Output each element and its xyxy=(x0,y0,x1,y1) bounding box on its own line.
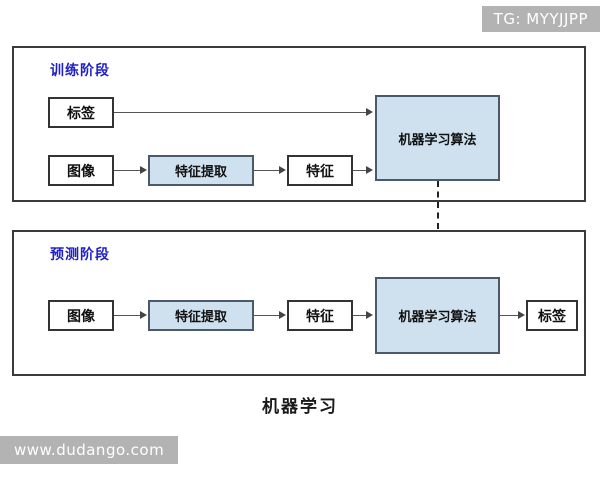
node-prediction-label-output: 标签 xyxy=(526,300,578,331)
node-prediction-feature-extraction: 特征提取 xyxy=(148,300,254,331)
node-training-image: 图像 xyxy=(48,155,114,186)
diagram-caption: 机器学习 xyxy=(262,397,338,417)
connector-image-to-featext-training xyxy=(114,170,140,171)
arrowhead-ml-to-label-prediction xyxy=(518,311,525,319)
node-prediction-image: 图像 xyxy=(48,300,114,331)
node-training-feature-extraction: 特征提取 xyxy=(148,155,254,186)
prediction-phase-title: 预测阶段 xyxy=(50,247,110,263)
arrowhead-image-to-featext-training xyxy=(140,166,147,174)
arrowhead-feature-to-ml-training xyxy=(366,166,373,174)
connector-label-to-ml-training xyxy=(114,112,366,113)
node-training-label-input: 标签 xyxy=(48,97,114,128)
arrowhead-feature-to-ml-prediction xyxy=(366,311,373,319)
connector-model-transfer-dashed xyxy=(437,181,439,271)
watermark-bottom-left: www.dudango.com xyxy=(0,436,179,464)
node-prediction-feature: 特征 xyxy=(287,300,353,331)
connector-image-to-featext-prediction xyxy=(114,315,140,316)
training-phase-title: 训练阶段 xyxy=(50,63,110,79)
watermark-top-right: TG: MYYJJPP xyxy=(481,6,600,32)
arrowhead-label-to-ml-training xyxy=(366,108,373,116)
node-prediction-ml-algorithm: 机器学习算法 xyxy=(375,277,500,354)
node-training-feature: 特征 xyxy=(287,155,353,186)
arrowhead-featext-to-feature-prediction xyxy=(279,311,286,319)
connector-ml-to-label-prediction xyxy=(500,315,518,316)
node-training-ml-algorithm: 机器学习算法 xyxy=(375,95,500,181)
connector-featext-to-feature-prediction xyxy=(254,315,279,316)
connector-feature-to-ml-training xyxy=(353,170,366,171)
arrowhead-image-to-featext-prediction xyxy=(140,311,147,319)
arrowhead-featext-to-feature-training xyxy=(279,166,286,174)
connector-featext-to-feature-training xyxy=(254,170,279,171)
connector-feature-to-ml-prediction xyxy=(353,315,366,316)
